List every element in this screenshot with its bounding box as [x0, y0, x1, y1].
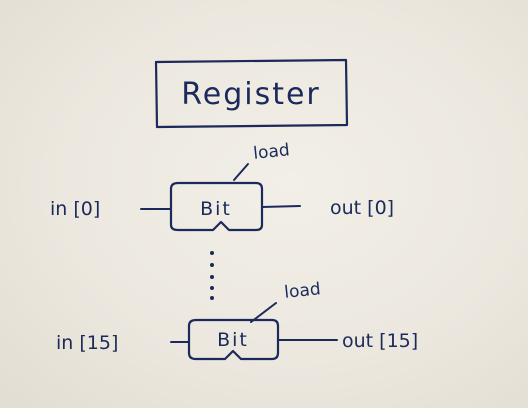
bit-row-15: load in [15] Bit out [15] — [56, 279, 418, 361]
dot — [210, 275, 214, 279]
output-label: out [0] — [330, 197, 394, 219]
bit-label: Bit — [200, 198, 232, 220]
bit-chip — [169, 181, 264, 232]
load-label: load — [252, 140, 290, 164]
output-wire — [261, 205, 301, 208]
bit-row-0: load in [0] Bit out [0] — [50, 140, 394, 232]
output-label: out [15] — [342, 330, 418, 352]
load-label: load — [283, 279, 321, 303]
dot — [210, 251, 214, 255]
diagram-title: Register — [181, 77, 321, 112]
bit-label: Bit — [217, 329, 249, 351]
load-wire — [250, 302, 277, 323]
dot — [210, 296, 214, 300]
bit-chip — [187, 318, 280, 361]
ellipsis-dots — [210, 251, 214, 300]
input-label: in [0] — [50, 198, 100, 220]
input-label: in [15] — [56, 332, 118, 354]
dot — [210, 263, 214, 267]
title-box: Register — [154, 58, 349, 129]
dot — [210, 286, 214, 290]
load-wire — [233, 163, 249, 181]
title-frame — [154, 58, 349, 129]
